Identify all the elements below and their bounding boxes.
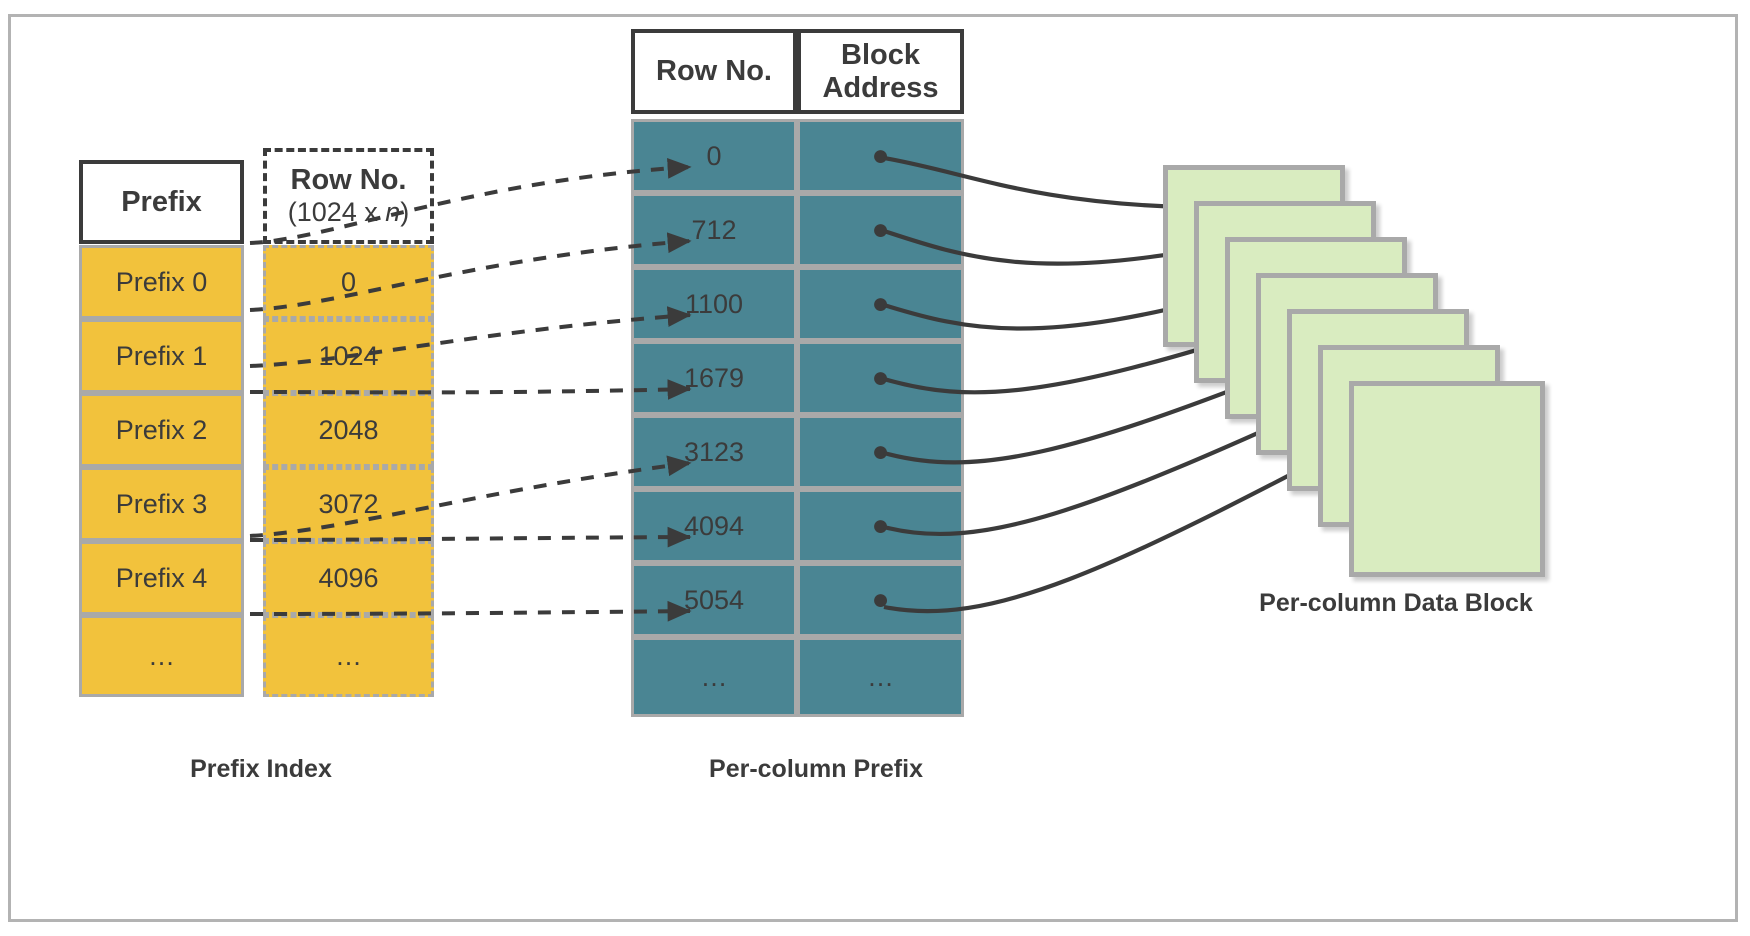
- block-address-ellipsis: …: [867, 661, 894, 692]
- row-no-value: 0: [706, 140, 722, 171]
- rowno-column-header-title: Row No.: [290, 164, 407, 197]
- row-no-value: 3123: [683, 436, 745, 467]
- prefix-cell-2: Prefix 2: [79, 393, 244, 467]
- block-address-dot: ●: [871, 583, 890, 616]
- block-address-dot: ●: [871, 509, 890, 542]
- rowno-cell-4-label: 4096: [318, 562, 379, 593]
- table-row: 712: [631, 193, 797, 267]
- table-row: ●: [797, 563, 964, 637]
- row-no-value: 4094: [683, 510, 745, 541]
- table-row: ●: [797, 415, 964, 489]
- prefix-cell-ellipsis-label: …: [148, 640, 175, 671]
- table-header-block-address-label: Block Address: [822, 39, 939, 104]
- table-row: 1100: [631, 267, 797, 341]
- table-row: ●: [797, 193, 964, 267]
- block-address-dot: ●: [871, 435, 890, 468]
- table-row: ●: [797, 341, 964, 415]
- block-address-dot: ●: [871, 361, 890, 394]
- per-column-data-block-caption-label: Per-column Data Block: [1259, 589, 1533, 617]
- table-row: 0: [631, 119, 797, 193]
- prefix-cell-ellipsis: …: [79, 615, 244, 697]
- rowno-cell-4: 4096: [263, 541, 434, 615]
- prefix-cell-4: Prefix 4: [79, 541, 244, 615]
- rowno-sub-suffix: ): [400, 197, 410, 228]
- prefix-index-caption: Prefix Index: [141, 755, 381, 784]
- figure-frame: Prefix Prefix 0 Prefix 1 Prefix 2 Prefix…: [8, 14, 1738, 922]
- table-row: …: [631, 637, 797, 717]
- table-row: 4094: [631, 489, 797, 563]
- rowno-column-header: Row No. (1024 x n): [263, 148, 434, 244]
- rowno-cell-2-label: 2048: [318, 414, 379, 445]
- table-row: …: [797, 637, 964, 717]
- table-row: ●: [797, 267, 964, 341]
- prefix-column-header: Prefix: [79, 160, 244, 244]
- rowno-cell-2: 2048: [263, 393, 434, 467]
- prefix-cell-0: Prefix 0: [79, 245, 244, 319]
- prefix-cell-1-label: Prefix 1: [115, 340, 208, 371]
- table-row: 3123: [631, 415, 797, 489]
- rowno-sub-italic: n: [385, 197, 401, 228]
- block-address-dot: ●: [871, 213, 890, 246]
- block-address-dot: ●: [871, 287, 890, 320]
- row-no-value: 1679: [683, 362, 745, 393]
- row-no-value: …: [700, 661, 728, 692]
- row-no-value: 712: [691, 214, 737, 245]
- prefix-cell-3-label: Prefix 3: [115, 488, 208, 519]
- prefix-cell-1: Prefix 1: [79, 319, 244, 393]
- rowno-cell-1-label: 1024: [318, 340, 379, 371]
- rowno-sub-prefix: (1024 x: [287, 197, 386, 228]
- row-no-value: 5054: [683, 584, 745, 615]
- rowno-cell-0-label: 0: [340, 266, 357, 297]
- per-column-prefix-caption-label: Per-column Prefix: [709, 755, 923, 783]
- rowno-cell-3: 3072: [263, 467, 434, 541]
- table-row: ●: [797, 489, 964, 563]
- rowno-cell-ellipsis-label: …: [335, 640, 362, 671]
- prefix-cell-2-label: Prefix 2: [115, 414, 208, 445]
- prefix-cell-0-label: Prefix 0: [115, 266, 208, 297]
- table-row: 5054: [631, 563, 797, 637]
- prefix-column-header-label: Prefix: [121, 185, 202, 218]
- per-column-prefix-caption: Per-column Prefix: [671, 755, 961, 784]
- table-header-block-address: Block Address: [797, 29, 964, 114]
- rowno-column-header-subtitle: (1024 x n): [288, 197, 410, 228]
- per-column-data-block-caption: Per-column Data Block: [1186, 589, 1606, 618]
- data-block: [1349, 381, 1545, 577]
- block-address-dot: ●: [871, 139, 890, 172]
- prefix-cell-4-label: Prefix 4: [115, 562, 208, 593]
- table-header-row-no-label: Row No.: [656, 55, 772, 88]
- row-no-value: 1100: [684, 288, 744, 319]
- prefix-index-caption-label: Prefix Index: [190, 755, 332, 783]
- prefix-cell-3: Prefix 3: [79, 467, 244, 541]
- rowno-cell-0: 0: [263, 245, 434, 319]
- rowno-cell-1: 1024: [263, 319, 434, 393]
- rowno-cell-ellipsis: …: [263, 615, 434, 697]
- table-row: ●: [797, 119, 964, 193]
- table-row: 1679: [631, 341, 797, 415]
- table-header-row-no: Row No.: [631, 29, 797, 114]
- rowno-cell-3-label: 3072: [318, 488, 379, 519]
